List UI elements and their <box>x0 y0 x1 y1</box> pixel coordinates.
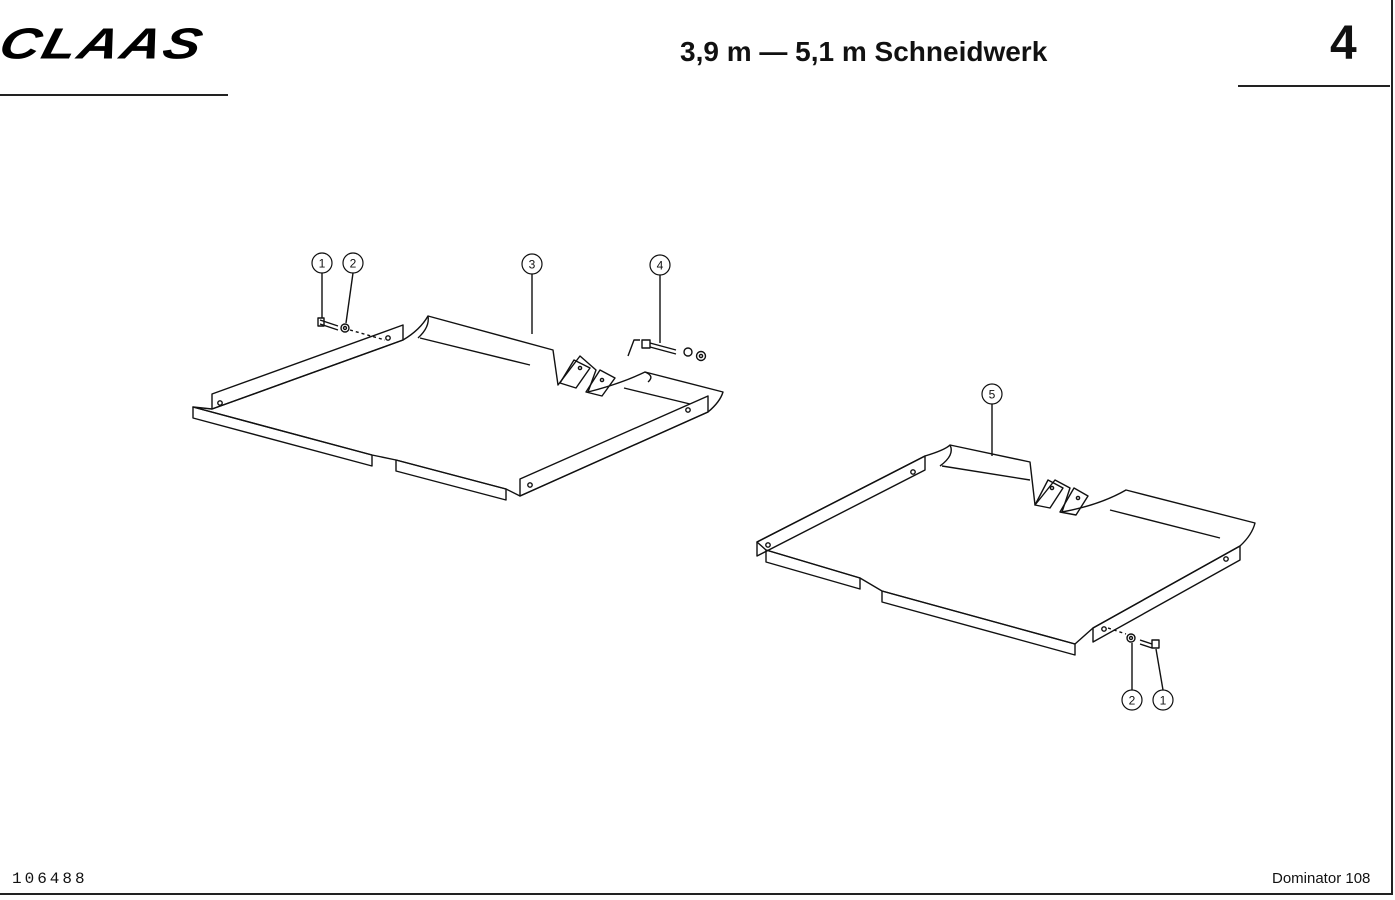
callout-3 <box>521 253 543 275</box>
logo-rule <box>0 94 228 96</box>
left-bolt-washer <box>317 317 386 341</box>
right-bolt-washer <box>1107 627 1160 649</box>
callout-4 <box>649 254 671 276</box>
machine-model: Dominator 108 <box>1272 870 1371 887</box>
left-plate-assembly <box>192 315 724 501</box>
callout-1-left <box>311 252 333 274</box>
callout-label: 2 <box>1129 694 1136 708</box>
left-bolt-nut <box>627 339 707 362</box>
callout-2-right <box>1121 689 1143 711</box>
callout-1-right <box>1152 689 1174 711</box>
callout-label: 4 <box>657 259 664 273</box>
callout-label: 5 <box>989 388 996 402</box>
callout-label: 1 <box>319 257 326 271</box>
page-number: 4 <box>1330 17 1357 70</box>
callout-label: 2 <box>350 257 357 271</box>
callout-label: 1 <box>1160 694 1167 708</box>
callout-label: 3 <box>529 258 536 272</box>
page-number-rule <box>1238 85 1390 87</box>
document-number: 106488 <box>12 870 88 888</box>
right-plate-assembly <box>756 444 1256 656</box>
page-title: 3,9 m — 5,1 m Schneidwerk <box>680 36 1048 67</box>
callout-2-left <box>342 252 364 274</box>
callout-5 <box>981 383 1003 405</box>
